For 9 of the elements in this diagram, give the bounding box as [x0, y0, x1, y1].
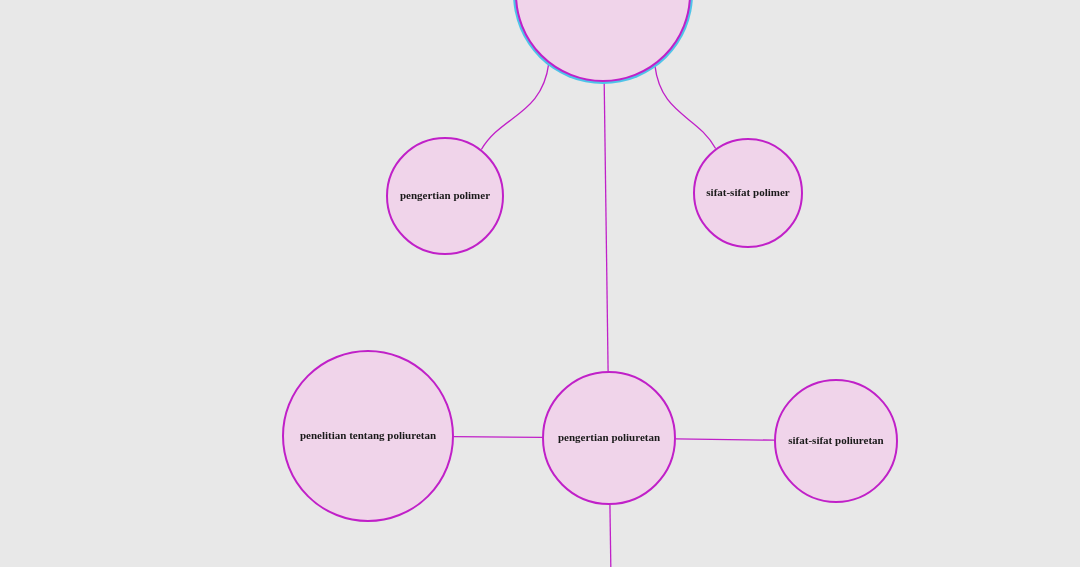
- topic-label: pengertian polimer: [399, 189, 491, 203]
- connector-line: [675, 438, 775, 441]
- topic-label: sifat-sifat polimer: [706, 186, 790, 200]
- topic-label: penelitian tentang poliuretan: [299, 429, 437, 443]
- topic-label: pengertian poliuretan: [557, 431, 661, 445]
- connector-line: [453, 436, 543, 439]
- topic-label: sifat-sifat poliuretan: [788, 434, 884, 448]
- connector-line: [603, 81, 609, 372]
- connector-line: [609, 504, 612, 567]
